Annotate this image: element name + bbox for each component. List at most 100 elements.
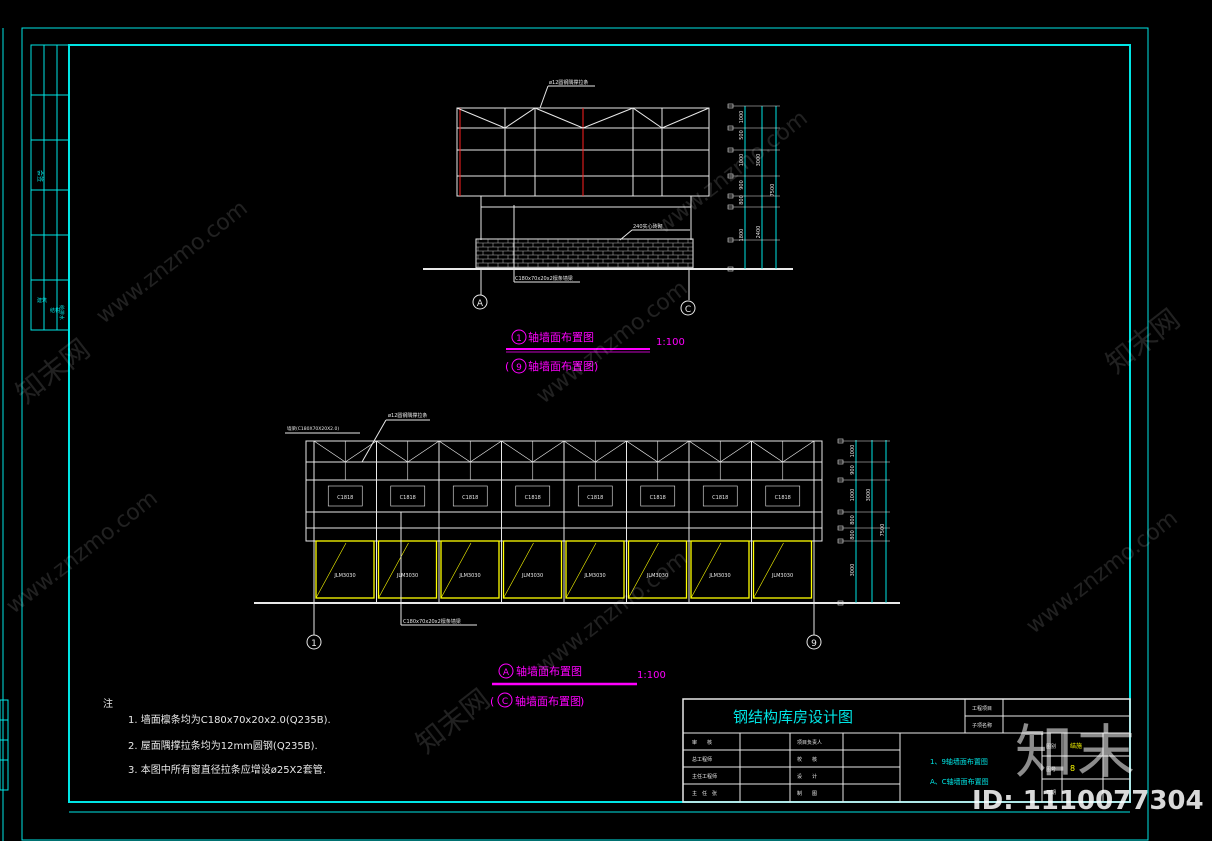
d2-caption-text: 轴墙面布置图 <box>516 664 582 678</box>
d2-caption2-text: 轴墙面布置图 <box>515 694 581 708</box>
d2-top-left-note: 墙梁(C180X70X20X2.0) <box>287 425 339 432</box>
d1-caption-axis-1: 1 <box>516 334 522 344</box>
left-signature-strip: 会签 建筑 结构 给排水 <box>30 44 70 331</box>
watermark-logo: 知末 <box>1015 718 1140 786</box>
strip-label-huiqian: 会签 <box>36 170 44 182</box>
d1-caption-axis-9: 9 <box>516 363 522 373</box>
d1-scale: 1:100 <box>656 337 685 348</box>
window-tag: C1818 <box>462 495 478 501</box>
d1-caption2-paren-close: ) <box>594 360 598 373</box>
d1-dim-text: 1800 <box>739 229 745 242</box>
strip-label-geipaishui: 给排水 <box>58 305 65 320</box>
title-block-title: 钢结构库房设计图 <box>733 708 853 726</box>
d2-top-note: ø12圆钢隅撑拉条 <box>388 412 427 419</box>
role-right-4: 制 图 <box>797 790 817 797</box>
watermark-id: ID: 1110077304 <box>972 786 1204 816</box>
d2-dim-text: 3000 <box>850 564 856 577</box>
role-left-2: 总工程师 <box>692 756 712 763</box>
d1-caption-text: 轴墙面布置图 <box>528 330 594 344</box>
d1-top-note: ø12圆钢隅撑拉条 <box>549 79 588 86</box>
meta-label-1: 图别 <box>1046 743 1056 750</box>
meta-value-1: 结施 <box>1070 742 1082 750</box>
d1-brick-note: 240实心砖砌 <box>633 223 663 230</box>
note-1: 1. 墙面檩条均为C180x70x20x2.0(Q235B). <box>128 713 331 726</box>
window-tag: C1818 <box>400 495 416 501</box>
meta-label-2: 图号 <box>1046 767 1056 773</box>
d1-caption-bubble-9 <box>511 358 527 374</box>
axis-bubble-1 <box>306 634 322 650</box>
project-label: 工程项目 <box>972 705 992 712</box>
d2-dim-text: 800 <box>850 515 856 525</box>
strip-label-jianzhu: 建筑 <box>37 297 47 304</box>
d2-caption-bubble-c <box>497 692 513 708</box>
drawing-name-2: A、C轴墙面布置图 <box>930 777 989 786</box>
strip-label-jiegou: 结构 <box>50 307 60 314</box>
window-tag: C1818 <box>712 495 728 501</box>
window-tag: C1818 <box>650 495 666 501</box>
d2-dim-text: 800 <box>850 530 856 540</box>
d1-dim-total: 7500 <box>770 184 776 197</box>
d2-dim-text: 1000 <box>850 445 856 458</box>
door-tag: JLM3030 <box>458 573 480 579</box>
door-tag: JLM3030 <box>333 573 355 579</box>
role-right-2: 校 核 <box>797 756 817 763</box>
long-elevation-drawing: C1818 C1818 C1818 C1818 C1818 C1818 C1818 C1818… <box>254 412 900 708</box>
door-tag: JLM3030 <box>583 573 605 579</box>
door-tag: JLM3030 <box>521 573 543 579</box>
title-block: 钢结构库房设计图 工程项目 子项名称 审 核 总工程师 主任工程师 主 任 张 … <box>682 698 1131 803</box>
general-notes: 注 1. 墙面檩条均为C180x70x20x2.0(Q235B). 2. 屋面隅… <box>103 697 331 776</box>
drawing-name-1: 1、9轴墙面布置图 <box>930 757 988 766</box>
d1-dim-total: 2400 <box>756 226 762 239</box>
axis-label-9: 9 <box>811 639 817 649</box>
d1-bottom-note: C180x70x20x2檩条墙梁 <box>515 275 573 282</box>
d1-dim-total: 3000 <box>756 154 762 167</box>
d2-caption2-paren: ( <box>490 695 494 708</box>
d1-dim-text: 900 <box>739 180 745 190</box>
d2-dim-text: 900 <box>850 465 856 475</box>
note-2: 2. 屋面隅撑拉条均为12mm圆钢(Q235B). <box>128 739 318 752</box>
d1-dim-text: 800 <box>739 195 745 205</box>
d2-caption2-paren-close: ) <box>580 695 584 708</box>
door-tag: JLM3030 <box>771 573 793 579</box>
d1-dim-text: 1000 <box>739 111 745 124</box>
role-left-3: 主任工程师 <box>692 773 717 780</box>
d2-caption-bubble-a <box>498 663 514 679</box>
gable-elevation-drawing: A C ø12圆钢隅撑拉条 240实心砖砌 C180x70x20x2檩条墙梁 1… <box>423 79 793 374</box>
sheet-inner-border <box>68 44 1131 803</box>
d2-dim-text: 1000 <box>850 489 856 502</box>
left-lower-strip <box>0 699 9 791</box>
d2-dim-total: 7500 <box>880 524 886 537</box>
door-tag: JLM3030 <box>708 573 730 579</box>
meta-value-2: 8 <box>1070 764 1075 773</box>
door-tag: JLM3030 <box>646 573 668 579</box>
brick-plinth <box>475 238 694 269</box>
subitem-label: 子项名称 <box>972 722 992 729</box>
d2-scale: 1:100 <box>637 670 666 681</box>
axis-label-1: 1 <box>311 639 317 649</box>
role-left-4: 主 任 张 <box>692 790 717 797</box>
d1-caption2-paren: ( <box>505 360 509 373</box>
d1-caption2-text: 轴墙面布置图 <box>528 359 594 373</box>
d1-dim-text: 1000 <box>739 154 745 167</box>
d1-dim-text: 500 <box>739 130 745 140</box>
axis-bubble-a <box>472 294 488 310</box>
sheet-outer-border <box>21 27 1149 841</box>
role-left-1: 审 核 <box>692 739 712 746</box>
role-right-1: 项目负责人 <box>797 739 822 746</box>
window-tag: C1818 <box>775 495 791 501</box>
meta-label-3: 日期 <box>1046 790 1056 796</box>
notes-head: 注 <box>103 697 113 710</box>
d2-caption-axis-c: C <box>502 697 508 707</box>
axis-bubble-c <box>680 300 696 316</box>
window-tag: C1818 <box>587 495 603 501</box>
window-tag: C1818 <box>337 495 353 501</box>
role-right-3: 设 计 <box>797 773 817 780</box>
note-3: 3. 本图中所有窗直径拉条应增设ø25X2套管. <box>128 763 326 776</box>
d2-caption-axis-a: A <box>503 668 510 678</box>
axis-label-a: A <box>477 299 484 309</box>
d2-bottom-note: C180x70x20x2檩条墙梁 <box>403 618 461 625</box>
axis-bubble-9 <box>806 634 822 650</box>
door-tag: JLM3030 <box>396 573 418 579</box>
window-tag: C1818 <box>525 495 541 501</box>
